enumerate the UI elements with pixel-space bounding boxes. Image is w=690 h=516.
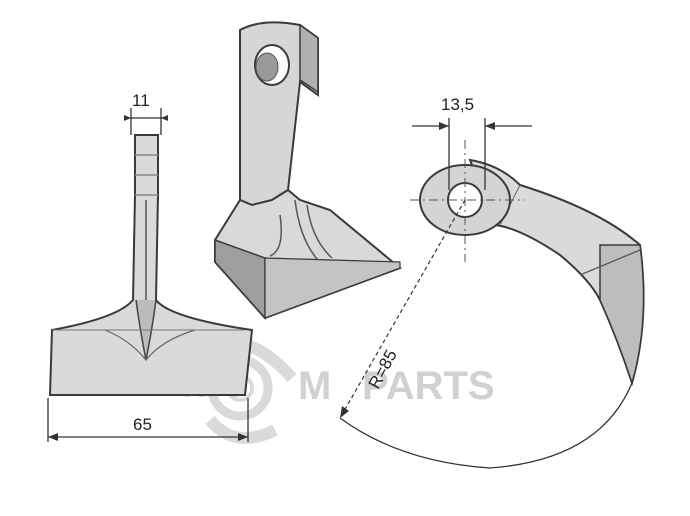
dimension-top-width: 11 (124, 91, 168, 135)
dimension-blade-width: 65 (47, 398, 249, 442)
blade-front-view (48, 134, 254, 396)
dimension-13-5-label: 13,5 (441, 95, 474, 114)
watermark-letter-m: M (298, 364, 331, 408)
blade-perspective-view (214, 21, 402, 320)
dimension-11-label: 11 (132, 91, 150, 110)
dimension-65-label: 65 (133, 415, 152, 434)
blade-side-view (410, 140, 645, 387)
dimension-hole-diameter: 13,5 (412, 95, 532, 190)
watermark-parts: PARTS (362, 364, 495, 408)
